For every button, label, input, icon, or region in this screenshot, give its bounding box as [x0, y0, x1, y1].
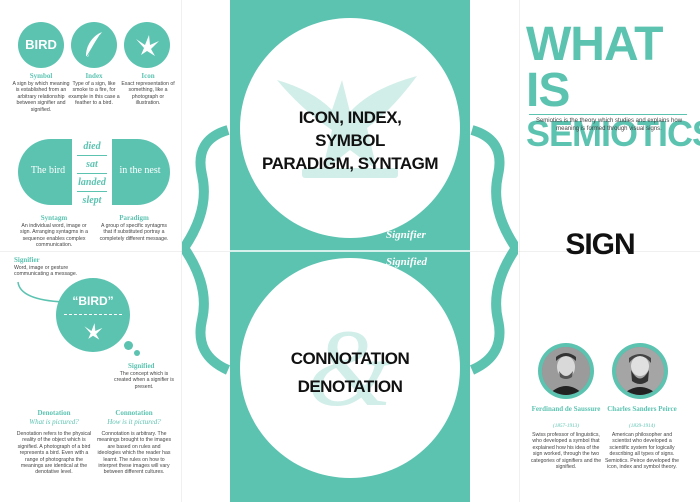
ampersand-watermark: & [307, 307, 393, 429]
signifier-title: Signifier [14, 256, 40, 264]
thought-bubble-dot [124, 341, 133, 350]
signifier-label: Signifier [386, 229, 426, 241]
sign-diagram: & [182, 0, 518, 502]
saussure-years: (1857-1913) [553, 423, 579, 429]
paradigm-word: slept [82, 195, 102, 206]
peirce-portrait-frame [612, 343, 668, 399]
index-title: Index [85, 72, 103, 80]
paradigm-title: Paradigm [119, 214, 149, 222]
signified-title: Signified [128, 362, 155, 370]
bird-quote: “BIRD” [72, 294, 114, 308]
connotation-text: CONNOTATION [290, 349, 410, 368]
title-line-1: WHAT IS [526, 18, 663, 117]
icon-circle [124, 22, 170, 68]
denotation-desc: Denotation refers to the physical realit… [16, 431, 92, 476]
divider [64, 314, 122, 315]
index-circle [71, 22, 117, 68]
signified-desc: The concept which is created when a sign… [114, 371, 174, 390]
saussure-portrait-frame [538, 343, 594, 399]
symbol-circle-text: BIRD [25, 37, 57, 52]
icon-index-symbol-text: ICON, INDEX, SYMBOL [298, 108, 402, 150]
symbol-circle: BIRD [18, 22, 64, 68]
connotation-question: How is it pictured? [107, 418, 161, 426]
person-portrait-icon [542, 347, 590, 395]
thought-bubble-dot [134, 350, 140, 356]
paradigm-word: sat [86, 159, 98, 170]
signifier-desc: Word, image or gesture communicating a m… [14, 265, 78, 278]
peirce-name: Charles Sanders Peirce [607, 405, 677, 413]
denotation-question: What is pictured? [29, 418, 79, 426]
denotation-title: Denotation [37, 409, 71, 417]
syntagm-desc: An individual word, image or sign. Arran… [19, 223, 89, 249]
sign-heading: SIGN [565, 228, 635, 261]
saussure-portrait [542, 347, 590, 395]
peirce-desc: American philosopher and scientist who d… [604, 432, 680, 471]
center-bottom-text: CONNOTATION DENOTATION [262, 345, 438, 401]
connotation-title: Connotation [115, 409, 153, 417]
peirce-years: (1839-1914) [629, 423, 655, 429]
saussure-desc: Swiss professor of linguistics, who deve… [530, 432, 602, 471]
connotation-desc: Connotation is arbitrary. The meanings b… [96, 431, 172, 476]
symbol-title: Symbol [29, 72, 53, 80]
symbol-desc: A sign by which meaning is established f… [12, 81, 70, 113]
signifier-arrow-icon [17, 281, 65, 303]
paradigm-word: landed [78, 177, 106, 188]
icon-desc: Exact representation of something, like … [121, 81, 175, 107]
signified-label: Signified [386, 256, 427, 268]
bird-icon [84, 323, 103, 340]
sentence-start: The bird [30, 165, 66, 176]
paradigm-syntagm-text: PARADIGM, SYNTAGM [262, 154, 438, 173]
paradigm-desc: A group of specific syntagms that if sub… [99, 223, 169, 242]
center-top-text: ICON, INDEX, SYMBOL PARADIGM, SYNTAGM [262, 106, 438, 175]
fold-line-3 [519, 0, 520, 502]
eagle-watermark-icon [277, 76, 417, 178]
index-desc: Type of a sign, like smoke to a fire, fo… [68, 81, 120, 107]
bird-icon [136, 35, 159, 56]
sentence-end: in the nest [119, 165, 161, 176]
title-rule [529, 114, 687, 115]
poster-subtitle: Semiotics is the theory which studies an… [535, 118, 683, 132]
bird-signifier-circle: “BIRD” [56, 278, 130, 352]
feather-icon [85, 32, 102, 59]
icon-title: Icon [141, 72, 155, 80]
peirce-portrait [616, 347, 664, 395]
paradigm-word: died [83, 141, 101, 152]
syntagm-title: Syntagm [40, 214, 68, 222]
person-portrait-icon [616, 347, 664, 395]
paradigm-word-box: died sat landed slept [72, 135, 112, 209]
saussure-name: Ferdinand de Saussure [531, 405, 601, 413]
denotation-text: DENOTATION [297, 377, 403, 396]
